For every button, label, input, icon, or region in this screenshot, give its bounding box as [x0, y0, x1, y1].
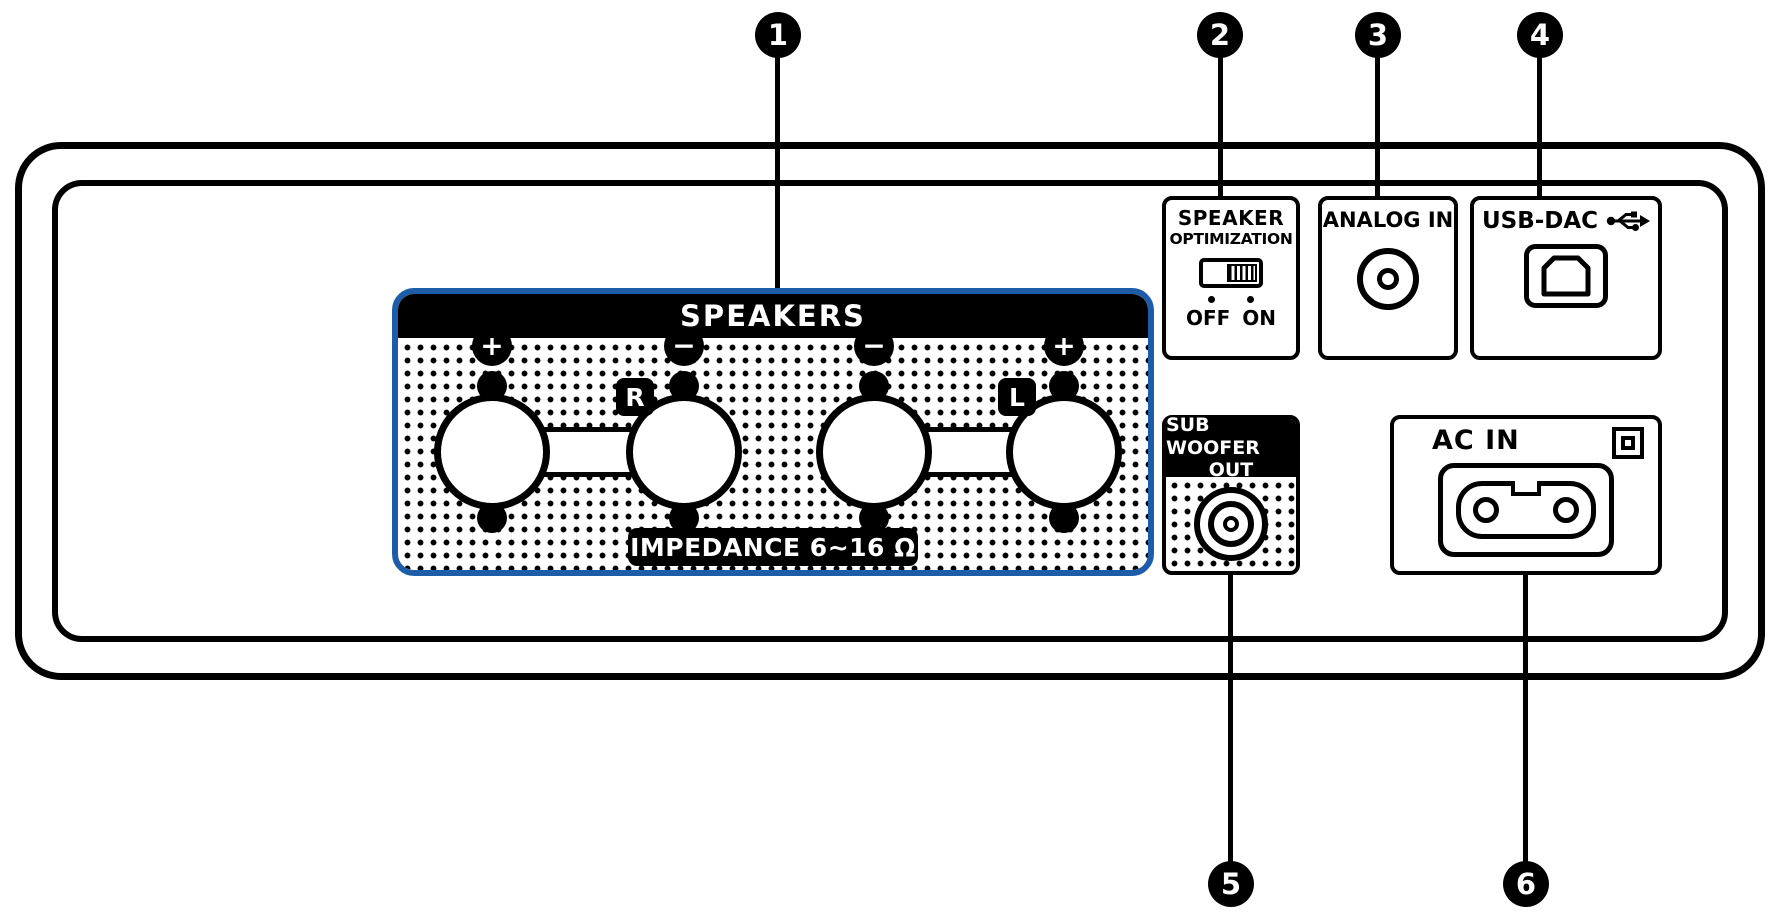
- binding-post-r-minus: [626, 394, 742, 510]
- switch-dot-on: [1247, 296, 1254, 303]
- usb-dac-box: USB-DAC: [1470, 196, 1662, 360]
- power-inlet-notch: [1511, 481, 1541, 496]
- usb-b-port-icon: [1524, 244, 1608, 308]
- callout-line-2: [1218, 35, 1223, 205]
- speaker-optimization-box: SPEAKER OPTIMIZATION OFF ON: [1162, 196, 1300, 360]
- speakers-dotted-area: + − − + R L IMPEDANCE 6~16 Ω: [398, 326, 1148, 570]
- switch-position-dots: [1166, 296, 1296, 303]
- analog-in-box: ANALOG IN: [1318, 196, 1458, 360]
- callout-line-1: [775, 35, 780, 293]
- sub-woofer-jack-icon: [1194, 487, 1268, 561]
- sub-woofer-title-line1: SUB WOOFER: [1166, 414, 1260, 459]
- left-channel-badge: L: [998, 378, 1036, 416]
- usb-dac-title: USB-DAC: [1481, 208, 1599, 234]
- analog-in-jack-center: [1377, 268, 1399, 290]
- right-channel-badge: R: [616, 378, 654, 416]
- impedance-label: IMPEDANCE 6~16 Ω: [628, 528, 918, 566]
- chassis-outline-inner: [52, 180, 1728, 642]
- speakers-panel-title: SPEAKERS: [398, 294, 1148, 338]
- sub-woofer-title-line2: OUT: [1208, 459, 1254, 482]
- class-ii-icon: [1612, 427, 1644, 459]
- switch-off-label: OFF: [1185, 306, 1231, 330]
- speakers-terminal-panel: SPEAKERS + − − + R L IMPEDANCE 6~16 Ω: [392, 288, 1154, 576]
- sub-woofer-jack-center: [1223, 516, 1239, 532]
- callout-1: 1: [755, 12, 801, 58]
- sub-woofer-dotted-area: [1166, 477, 1296, 571]
- callout-5: 5: [1208, 861, 1254, 907]
- callout-line-5: [1228, 565, 1233, 865]
- binding-post-r-plus: [434, 394, 550, 510]
- sub-woofer-out-box: SUB WOOFER OUT: [1162, 414, 1300, 575]
- sub-woofer-out-title: SUB WOOFER OUT: [1166, 414, 1296, 481]
- callout-4: 4: [1517, 12, 1563, 58]
- class-ii-inner-square: [1621, 436, 1635, 450]
- callout-6: 6: [1503, 861, 1549, 907]
- callout-line-4: [1537, 35, 1542, 205]
- binding-post-l-minus: [816, 394, 932, 510]
- speaker-optimization-title-line2: OPTIMIZATION: [1169, 230, 1293, 248]
- callout-line-3: [1375, 35, 1380, 205]
- analog-in-title: ANALOG IN: [1322, 208, 1454, 232]
- chassis-outline-outer: [15, 142, 1765, 680]
- ac-in-box: AC IN: [1390, 415, 1662, 575]
- callout-line-6: [1523, 565, 1528, 865]
- power-inlet-opening: [1456, 481, 1596, 539]
- slide-switch-knob: [1227, 264, 1257, 282]
- speaker-optimization-title-line1: SPEAKER: [1177, 206, 1285, 230]
- ac-in-title: AC IN: [1432, 425, 1520, 456]
- sub-woofer-jack-ring: [1208, 501, 1254, 547]
- slide-switch-icon: [1199, 258, 1263, 288]
- usb-icon: [1606, 211, 1651, 231]
- power-inlet-pin-right: [1553, 497, 1579, 523]
- power-inlet-icon: [1438, 463, 1614, 557]
- analog-in-jack-icon: [1357, 248, 1419, 310]
- callout-2: 2: [1197, 12, 1243, 58]
- switch-dot-off: [1208, 296, 1215, 303]
- callout-3: 3: [1355, 12, 1401, 58]
- switch-on-label: ON: [1242, 306, 1277, 330]
- power-inlet-pin-left: [1473, 497, 1499, 523]
